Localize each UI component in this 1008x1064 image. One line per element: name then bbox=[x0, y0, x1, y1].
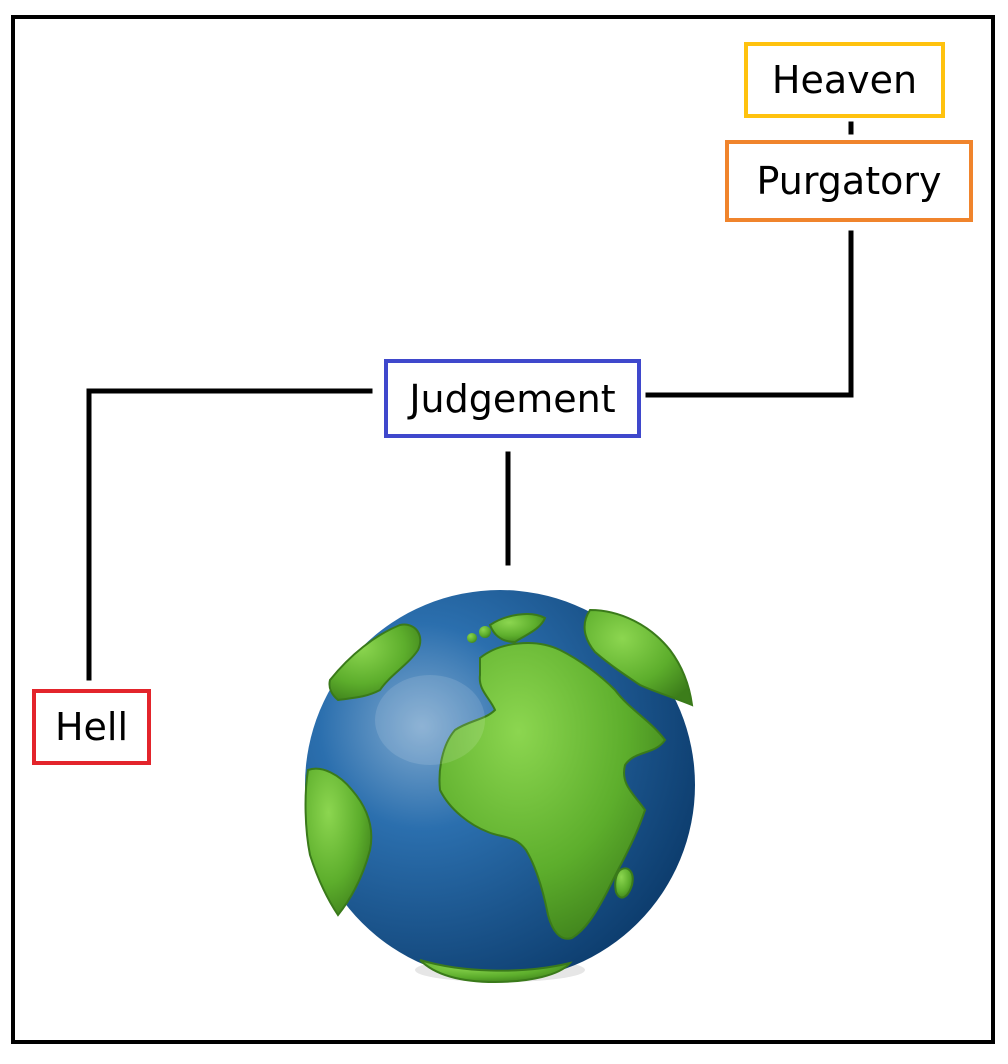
edge-judgement-hell bbox=[86, 388, 373, 681]
node-heaven-label: Heaven bbox=[771, 58, 918, 102]
node-hell[interactable]: Hell bbox=[32, 689, 151, 765]
earth-globe-icon bbox=[304, 590, 695, 984]
node-heaven[interactable]: Heaven bbox=[744, 42, 945, 118]
edge-purgatory-judgement bbox=[645, 230, 854, 398]
node-judgement-label: Judgement bbox=[409, 376, 616, 421]
node-purgatory-label: Purgatory bbox=[756, 159, 942, 203]
node-judgement[interactable]: Judgement bbox=[384, 359, 641, 438]
node-hell-label: Hell bbox=[54, 705, 129, 749]
node-purgatory[interactable]: Purgatory bbox=[725, 140, 973, 222]
